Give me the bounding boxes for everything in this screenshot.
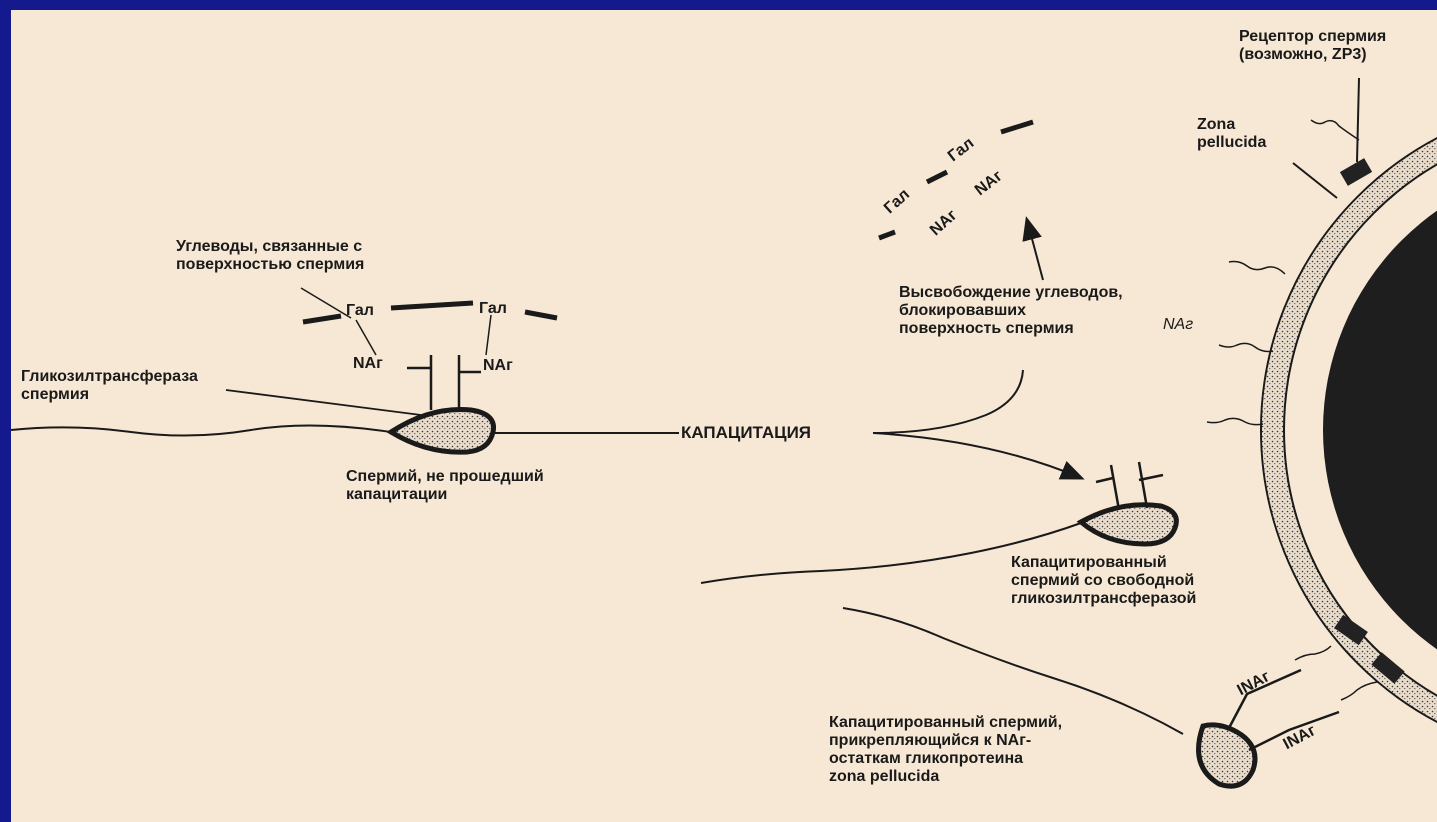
glycosyltransferase-label: Гликозилтрансфераза спермия — [21, 368, 198, 404]
uncapacitated-sperm-label: Спермий, не прошедший капацитации — [346, 468, 544, 504]
sperm-head — [391, 409, 494, 452]
capacitation-label: КАПАЦИТАЦИЯ — [681, 424, 811, 442]
carbs-surface-label: Углеводы, связанные с поверхностью сперм… — [176, 238, 364, 274]
receptor-pointer — [1357, 78, 1359, 162]
gal-label-2: Гал — [479, 300, 507, 318]
capacitated-free-sperm-label: Капацитированный спермий со свободной гл… — [1011, 554, 1196, 608]
sperm-head — [1081, 505, 1176, 544]
receptor-label: Рецептор спермия (возможно, ZP3) — [1239, 28, 1386, 64]
capacitated-attached-sperm-label: Капацитированный спермий, прикрепляющийс… — [829, 714, 1062, 786]
zona-pellucida-label: Zona pellucida — [1197, 116, 1266, 152]
sperm-tail — [11, 425, 391, 435]
zona-pointer — [1293, 163, 1337, 198]
sperm-head — [1199, 725, 1255, 786]
nag-label-1: NAг — [353, 355, 383, 373]
gal-label-1: Гал — [346, 302, 374, 320]
egg-cell — [1261, 100, 1437, 760]
release-carbs-label: Высвобождение углеводов, блокировавших п… — [899, 284, 1123, 338]
nag-label-2: NAг — [483, 357, 513, 375]
diagram-frame: Углеводы, связанные с поверхностью сперм… — [11, 10, 1437, 822]
nag-near-zona-label: NAг — [1163, 316, 1193, 334]
